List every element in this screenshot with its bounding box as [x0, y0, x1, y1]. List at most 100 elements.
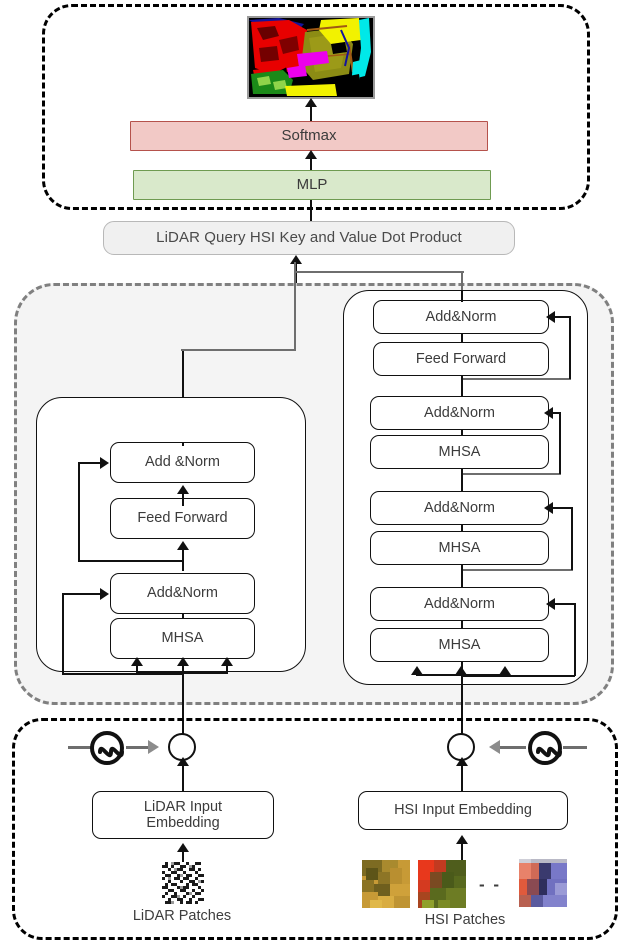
hsi-residual3-vertical	[559, 412, 561, 474]
lidar-residual2-vertical	[78, 462, 80, 561]
lidar-flow-ff-to-addnorm2	[182, 490, 184, 506]
sine-curve-glyph	[98, 746, 124, 758]
hsi-embedding-to-sum	[461, 766, 463, 791]
hsi-mhsa-1: MHSA	[370, 628, 549, 662]
lidar-pe-input-line	[68, 746, 92, 749]
hsi-residual2-bottom	[463, 569, 573, 572]
hsi-residual2-vertical	[571, 507, 573, 570]
hsi-mhsa-3: MHSA	[370, 435, 549, 469]
arrowhead-lidar-addnorm2-in	[177, 485, 189, 494]
sine-curve-glyph-hsi	[536, 746, 562, 758]
lidar-patch-to-embedding	[182, 850, 184, 869]
hsi-residual3-top	[553, 412, 561, 414]
arrowhead-lidar-ff-in	[177, 541, 189, 550]
arrowhead-lidar-sum-in	[177, 757, 189, 766]
lidar-patches-caption: LiDAR Patches	[132, 908, 232, 924]
lidar-sine-wave-icon	[90, 731, 124, 765]
hsi-residual1-bottom	[463, 675, 575, 677]
hsi-patch-ellipsis: - -	[479, 875, 502, 894]
hsi-flow-addnorm3-to-ff	[461, 376, 463, 397]
lidar-flow-addnorm2-out	[182, 442, 184, 446]
lidar-residual2-bottom	[78, 560, 183, 562]
hsi-add-norm-3: Add&Norm	[370, 396, 549, 430]
arrowhead-hsi-residual2	[544, 502, 553, 514]
lidar-patch-render	[162, 862, 204, 904]
lidar-embedding-line1: LiDAR Input	[143, 798, 223, 815]
arrowhead-hsi-v	[499, 666, 511, 675]
lidar-embedding-line2: Embedding	[146, 815, 220, 831]
lidar-residual1-top	[62, 593, 102, 595]
lidar-residual1-bottom	[62, 673, 182, 675]
hsi-flow-addnorm2-to-mhsa3	[461, 469, 463, 492]
hsi-patch-to-embedding	[461, 841, 463, 861]
hsi-output-to-fusion	[294, 262, 297, 274]
hsi-residual4-bottom	[463, 378, 571, 381]
hsi-pe-input-line	[563, 746, 587, 749]
lidar-residual1-vertical	[62, 593, 64, 675]
classification-map	[247, 16, 375, 99]
arrowhead-encoders-to-fusion	[290, 255, 302, 264]
softmax-block: Softmax	[130, 121, 488, 151]
hsi-patch-1-render	[362, 860, 410, 908]
lidar-flow-addnorm1-to-ff	[182, 546, 184, 571]
classification-output-panel	[42, 4, 590, 210]
lidar-residual2-top	[78, 462, 102, 464]
hsi-patch-image-2	[418, 860, 466, 908]
lidar-embedding-to-sum	[182, 766, 184, 791]
hsi-input-riser	[461, 662, 463, 772]
hsi-flow-mhsa3-to-addnorm3	[461, 430, 463, 436]
hsi-patches-caption: HSI Patches	[424, 912, 506, 928]
classification-map-render	[249, 18, 373, 97]
lidar-output-horizontal	[181, 349, 296, 352]
hsi-patch-3-render	[519, 859, 567, 907]
lidar-qkv-left-riser	[136, 665, 139, 673]
lidar-input-embedding-block: LiDAR Input Embedding	[92, 791, 274, 839]
arrowhead-lidar-patch	[177, 843, 189, 852]
arrowhead-hsi-residual4	[546, 311, 555, 323]
fusion-dot-product-block: LiDAR Query HSI Key and Value Dot Produc…	[103, 221, 515, 255]
hsi-add-norm-1: Add&Norm	[370, 587, 549, 621]
arrowhead-lidar-v	[221, 657, 233, 666]
lidar-input-riser	[182, 659, 184, 771]
arrowhead-lidar-q	[131, 657, 143, 666]
hsi-patch-2-render	[418, 860, 466, 908]
lidar-output-to-fusion	[294, 271, 297, 351]
input-embedding-panel	[12, 718, 618, 940]
hsi-patch-image-1	[362, 860, 410, 908]
hsi-residual2-top	[553, 507, 572, 509]
hsi-residual4-vertical	[569, 316, 571, 379]
lidar-patch-image	[162, 862, 204, 904]
connector-softmax-to-map	[310, 101, 312, 121]
hsi-residual3-bottom	[463, 473, 561, 476]
hsi-residual4-top	[555, 316, 570, 318]
lidar-add-norm-1: Add&Norm	[110, 573, 255, 614]
arrowhead-mlp-to-softmax	[305, 150, 317, 159]
arrowhead-hsi-residual3	[544, 407, 553, 419]
hsi-flow-addnorm4-out	[461, 290, 463, 302]
connector-fusion-to-mlp	[310, 200, 312, 221]
lidar-flow-mhsa-to-addnorm1	[182, 614, 184, 619]
arrowhead-hsi-residual1	[546, 598, 555, 610]
hsi-flow-addnorm1-to-mhsa2	[461, 565, 463, 588]
hsi-flow-mhsa1-to-addnorm1	[461, 621, 463, 629]
arrowhead-hsi-patch	[456, 835, 468, 844]
arrowhead-lidar-residual2	[100, 457, 109, 469]
hsi-flow-ff-to-addnorm4	[461, 334, 463, 343]
lidar-add-norm-2: Add &Norm	[110, 442, 255, 483]
arrowhead-softmax-to-map	[305, 98, 317, 107]
hsi-sine-wave-icon	[528, 731, 562, 765]
lidar-mhsa: MHSA	[110, 618, 255, 659]
hsi-add-norm-2: Add&Norm	[370, 491, 549, 525]
arrowhead-lidar-pe	[148, 740, 159, 754]
hsi-input-embedding-block: HSI Input Embedding	[358, 791, 568, 830]
hsi-residual1-top	[555, 603, 575, 605]
hsi-pe-output-line	[500, 746, 526, 749]
arrowhead-hsi-q	[411, 666, 423, 675]
lidar-qkv-right-riser	[226, 665, 229, 673]
hsi-mhsa-2: MHSA	[370, 531, 549, 565]
hsi-sum-node-icon	[447, 733, 475, 761]
hsi-residual1-vertical	[574, 603, 576, 676]
arrowhead-hsi-pe	[489, 740, 500, 754]
connector-mlp-to-softmax	[310, 155, 312, 171]
